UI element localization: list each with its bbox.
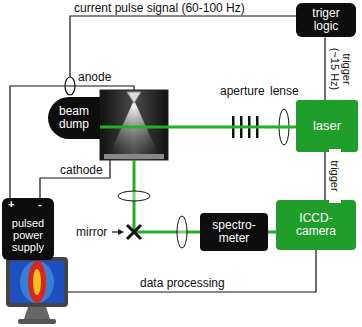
- polarity-sign: +: [8, 198, 14, 210]
- mirror-symbol: [127, 225, 141, 239]
- leader-line: [112, 231, 119, 232]
- cathode-plate: [104, 154, 164, 159]
- monitor-base: [18, 319, 56, 324]
- part-label: aperture: [220, 84, 265, 98]
- signal-wire: [70, 16, 296, 77]
- trigger-label: trigger (~15 Hz): [329, 42, 353, 96]
- power-supply-box: + - pulsed power supply: [2, 198, 54, 260]
- camera-box: ICCD- camera: [276, 200, 356, 250]
- discharge-cell: [100, 90, 168, 160]
- collecting-lens: [177, 216, 187, 248]
- monitor-frame: [6, 257, 68, 307]
- part-label: anode: [78, 70, 111, 84]
- light-path: [268, 231, 276, 234]
- node-text: triger logic: [301, 7, 351, 33]
- node-text: pulsed power supply: [6, 217, 50, 253]
- trigger-label: trigger: [329, 149, 341, 203]
- part-label: data processing: [140, 276, 225, 290]
- monitor-stand: [24, 307, 50, 319]
- laser-box: laser: [296, 100, 358, 152]
- anode-tip: [127, 92, 141, 103]
- part-label: mirror: [76, 225, 107, 239]
- node-text: spectro- meter: [209, 219, 259, 245]
- node-text: laser: [300, 119, 354, 133]
- data-wire: [68, 250, 316, 292]
- polarity-sign: -: [38, 198, 42, 210]
- monitor-screen: [10, 261, 64, 303]
- leader-arrowhead: [118, 229, 124, 235]
- beam-dump-box: beam dump: [48, 97, 100, 139]
- spectrometer-box: spectro- meter: [200, 213, 268, 251]
- spectrum-image: [33, 269, 41, 295]
- mirror-symbol: [127, 225, 141, 239]
- trigger-line: [324, 152, 325, 200]
- logic-box: triger logic: [296, 3, 356, 37]
- laser-beam: [100, 126, 296, 129]
- plasma-glow: [108, 100, 160, 158]
- spectrum-image: [20, 261, 54, 303]
- current-probe-loop: [65, 77, 75, 95]
- part-label: lense: [270, 84, 299, 98]
- collecting-lens: [118, 191, 150, 201]
- node-text: beam dump: [52, 105, 96, 131]
- part-label: cathode: [60, 163, 103, 177]
- part-label: current pulse signal (60-100 Hz): [74, 1, 245, 15]
- cathode-wire: [40, 160, 110, 198]
- spectrum-image: [28, 261, 46, 303]
- emission-beam: [134, 231, 200, 234]
- node-text: ICCD- camera: [288, 212, 344, 238]
- trigger-line: [324, 37, 325, 100]
